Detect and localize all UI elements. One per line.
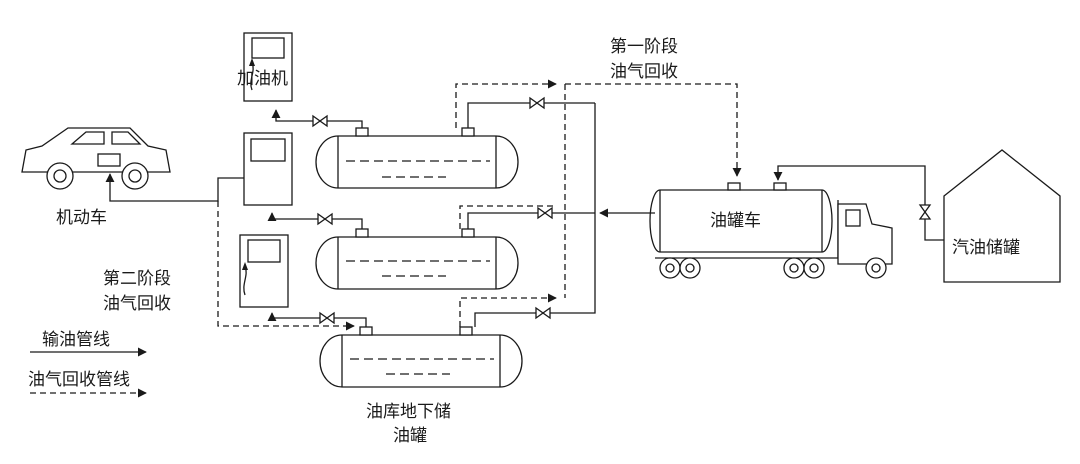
legend-solid-label: 输油管线 bbox=[42, 330, 110, 350]
stage2-label-line1: 第二阶段 bbox=[103, 269, 171, 289]
storage-label: 汽油储罐 bbox=[952, 238, 1020, 258]
underground-tank-3 bbox=[319, 326, 523, 388]
legend: 输油管线 油气回收管线 bbox=[28, 330, 147, 398]
dispenser-label: 加油机 bbox=[237, 69, 288, 89]
underground-tank-label-line2: 油罐 bbox=[393, 426, 427, 446]
vehicle-label: 机动车 bbox=[56, 208, 107, 228]
gasoline-storage-tank bbox=[943, 149, 1061, 283]
dispenser-top bbox=[243, 32, 293, 102]
dispenser-bottom bbox=[239, 234, 289, 308]
vapor-pipelines bbox=[217, 79, 742, 331]
tanker-wheels bbox=[659, 257, 887, 279]
underground-tank-2 bbox=[315, 228, 519, 290]
legend-dashed-label: 油气回收管线 bbox=[28, 370, 130, 390]
stage1-label-line1: 第一阶段 bbox=[610, 37, 678, 57]
stage2-label-line2: 油气回收 bbox=[103, 294, 171, 314]
oil-pipelines bbox=[105, 102, 944, 327]
dispenser-middle bbox=[243, 132, 293, 206]
tanker-truck bbox=[649, 182, 893, 279]
valves bbox=[312, 96, 932, 325]
vehicle-car bbox=[21, 127, 171, 190]
underground-tank-1 bbox=[315, 127, 519, 189]
stage1-label-line2: 油气回收 bbox=[610, 62, 678, 82]
tanker-label: 油罐车 bbox=[710, 211, 761, 231]
underground-tank-label-line1: 油库地下储 bbox=[366, 402, 451, 422]
